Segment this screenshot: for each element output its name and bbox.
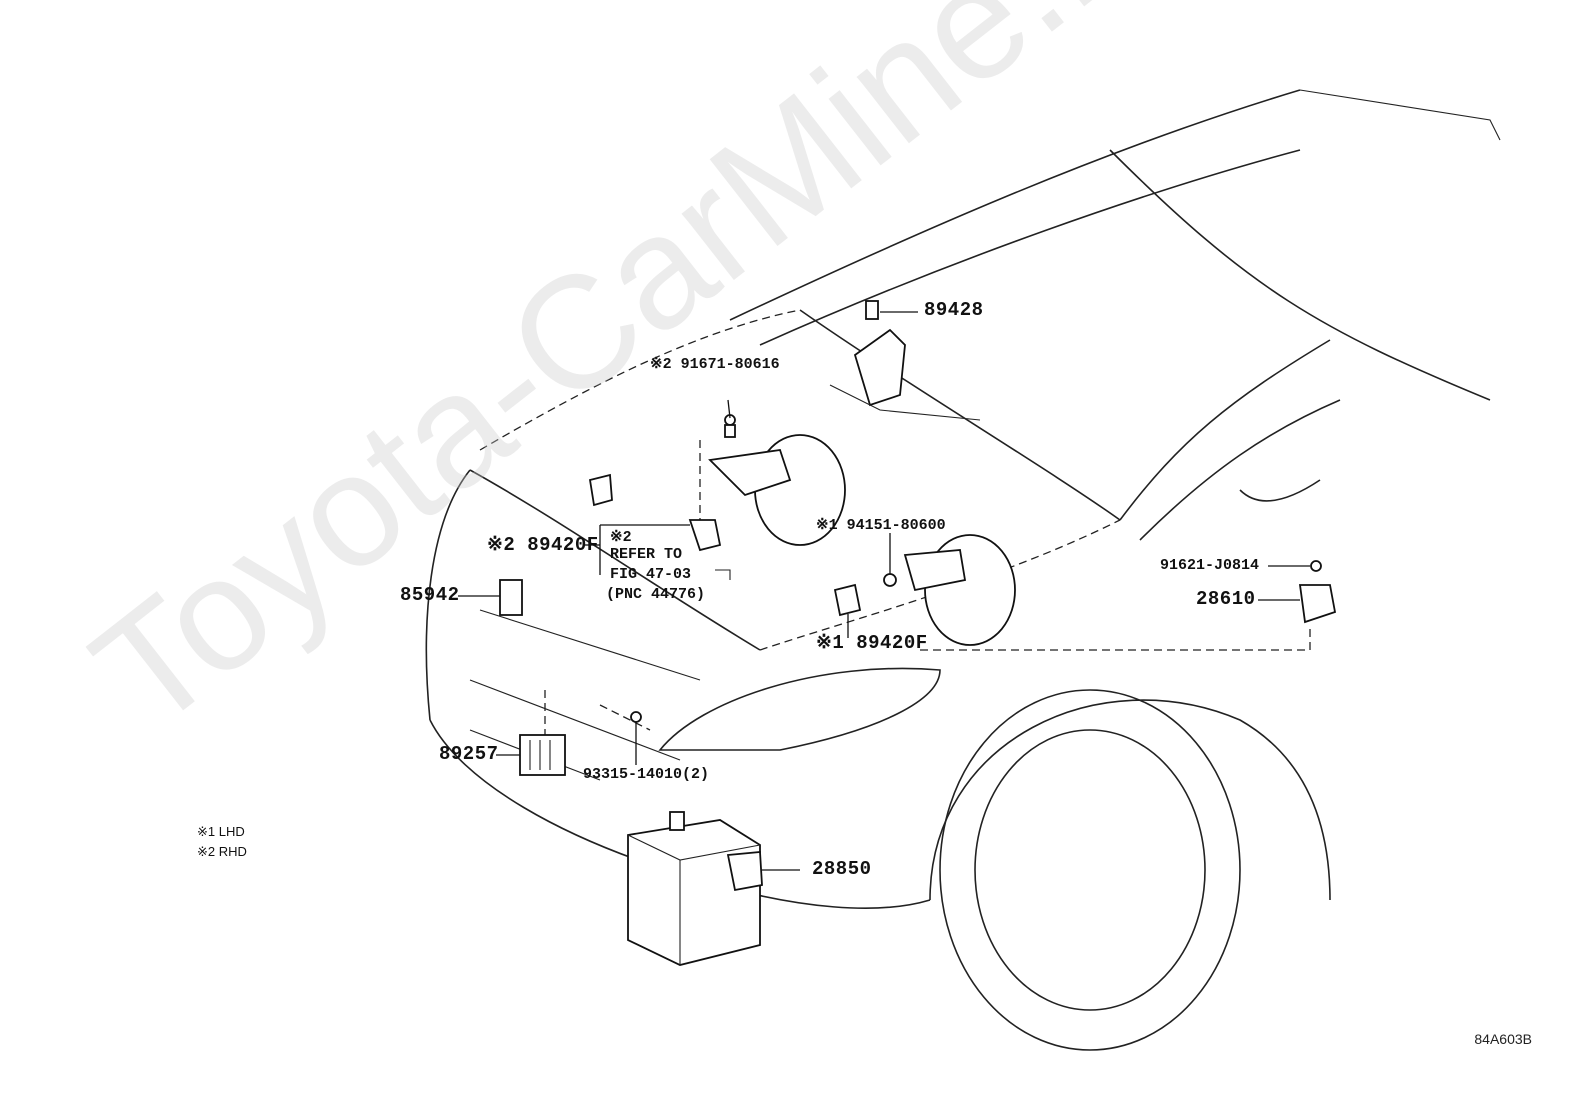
ecu-icon <box>519 734 566 776</box>
callout-89420f-rhd: ※2 89420F <box>487 534 599 556</box>
callout-28610: 28610 <box>1196 588 1256 610</box>
callout-93315-14010: 93315-14010(2) <box>583 766 710 783</box>
callout-89257: 89257 <box>439 743 499 765</box>
callout-91671-80616: ※2 91671-80616 <box>650 356 780 373</box>
diagram-code: 84A603B <box>1474 1031 1532 1047</box>
refer-mark: ※2 <box>610 529 632 546</box>
callout-91621-j0814: 91621-J0814 <box>1160 557 1260 574</box>
legend-text: RHD <box>218 844 247 859</box>
callout-89420f-lhd: ※1 89420F <box>816 632 928 654</box>
legend-item-lhd: ※1 LHD <box>197 825 245 838</box>
legend-mark: ※1 <box>197 824 216 839</box>
refer-line-3: (PNC 44776) <box>606 586 706 603</box>
legend-mark: ※2 <box>197 844 216 859</box>
callout-28850: 28850 <box>812 858 872 880</box>
callout-94151-80600: ※1 94151-80600 <box>816 517 946 534</box>
refer-line-1: REFER TO <box>610 546 683 563</box>
battery-icon <box>627 811 763 966</box>
callout-89428: 89428 <box>924 299 984 321</box>
refer-line-2: FIG 47-03 <box>610 566 692 583</box>
legend-item-rhd: ※2 RHD <box>197 845 247 858</box>
legend-text: LHD <box>218 824 245 839</box>
height-sensor-icon <box>829 300 981 421</box>
callout-85942: 85942 <box>400 584 460 606</box>
bolt-icon <box>724 414 736 438</box>
brake-booster-icon <box>708 434 1016 646</box>
